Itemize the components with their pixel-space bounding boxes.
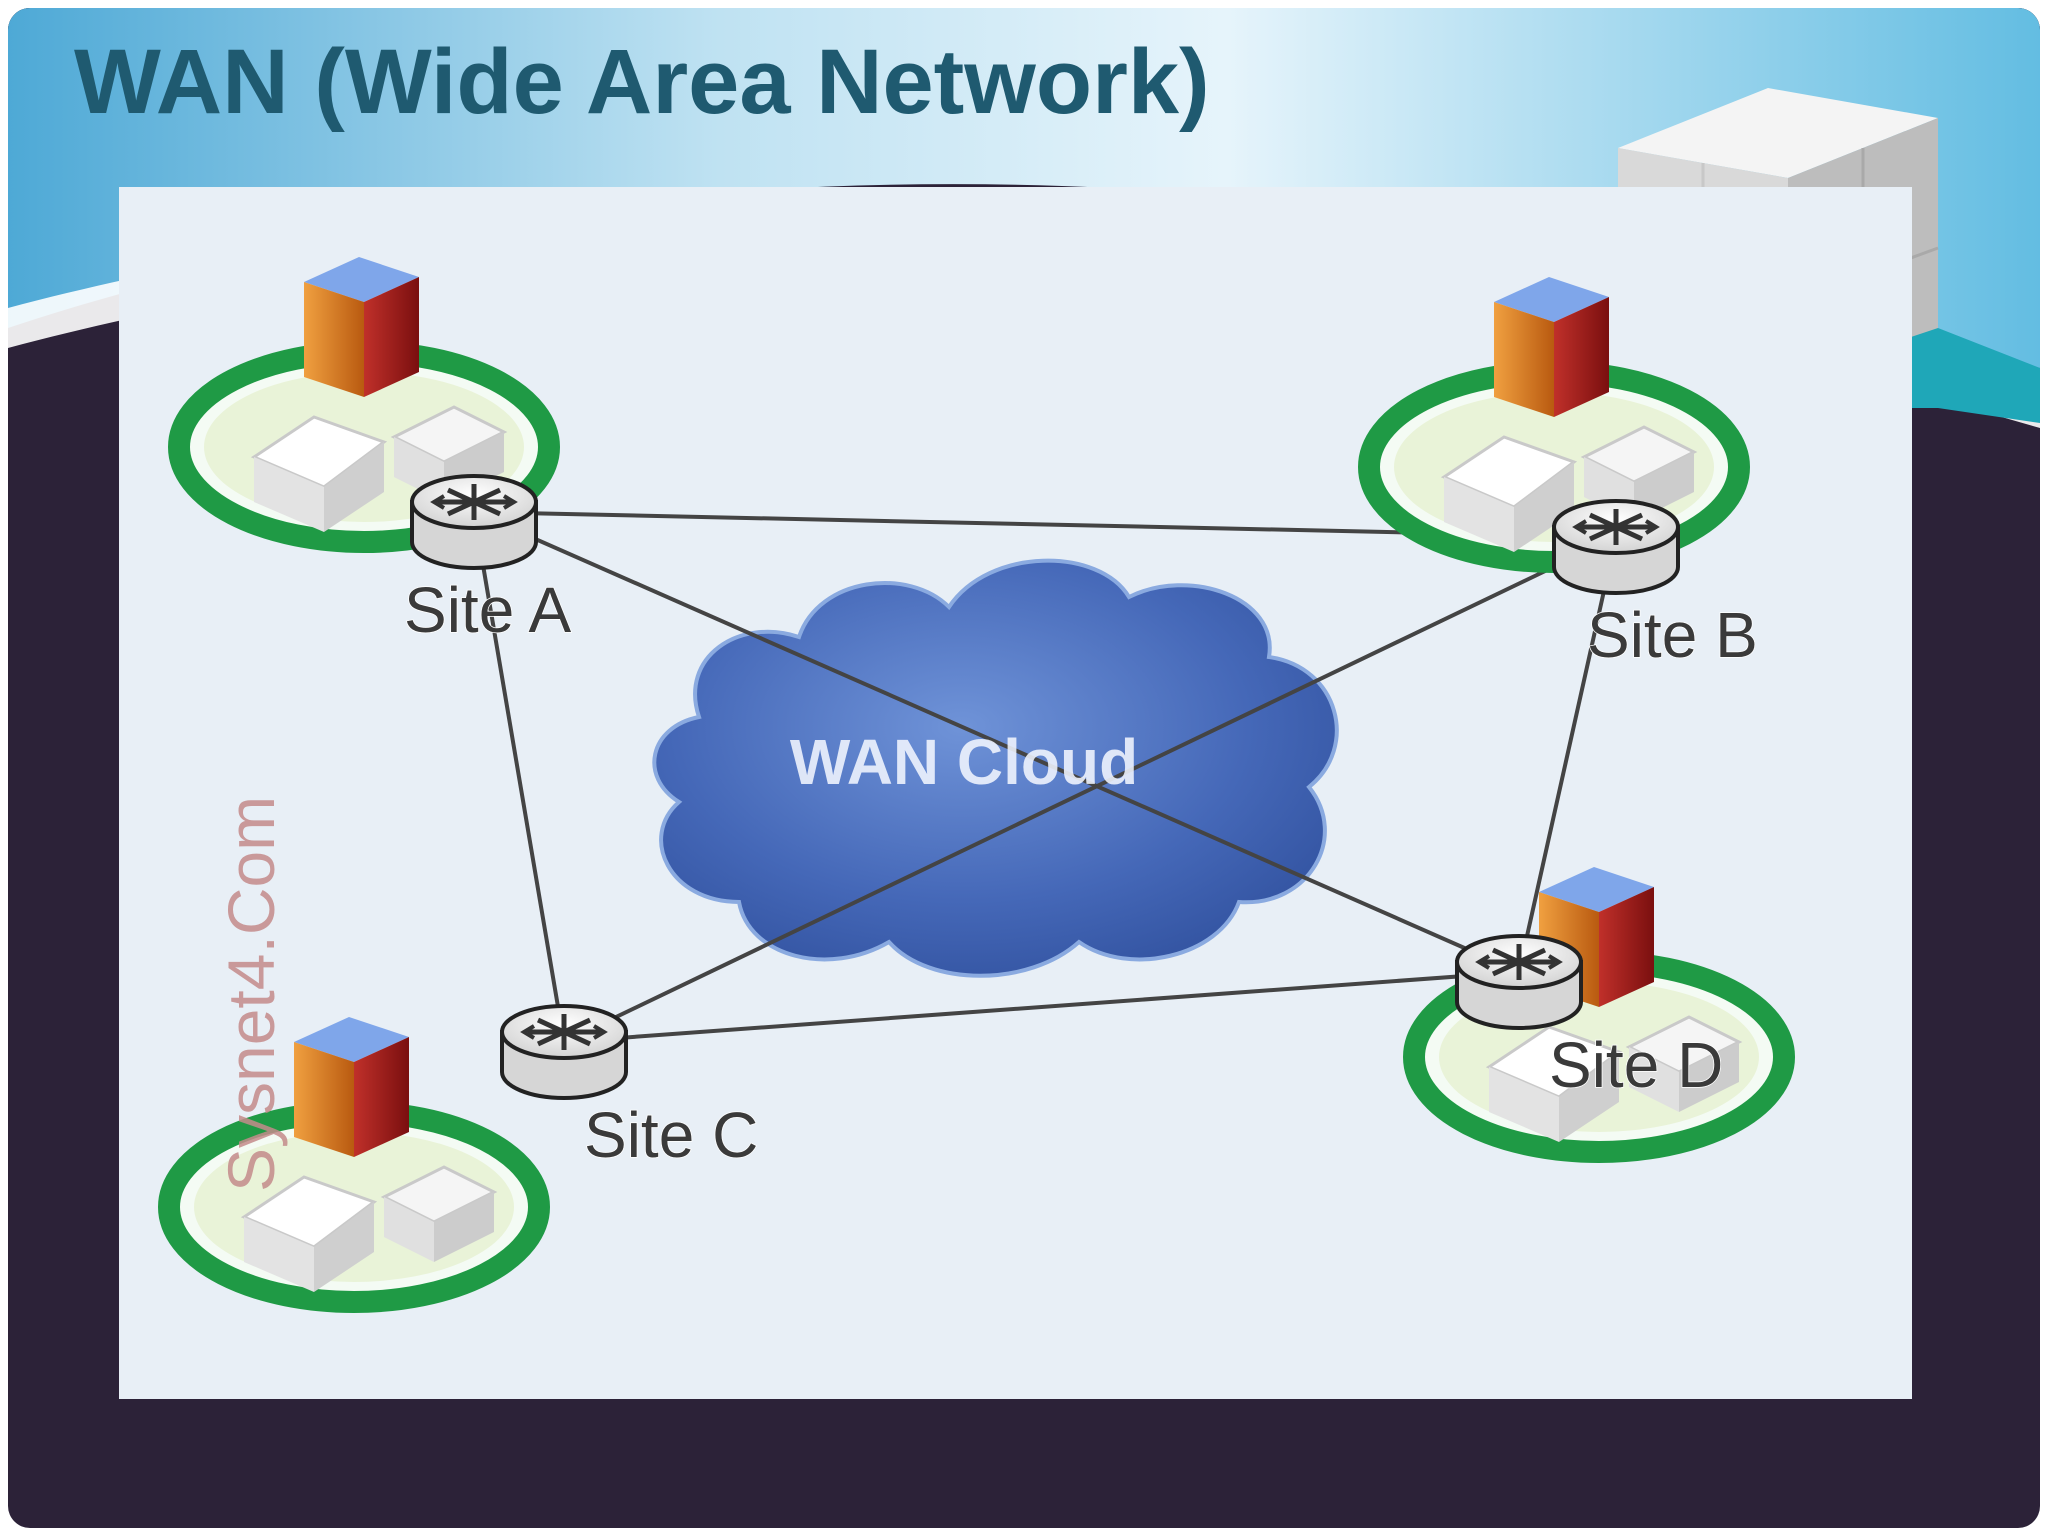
wan-diagram-picture: Site A Site B Site C Site D WAN Cloud Sysne… [119, 187, 1912, 1399]
cloud-label: WAN Cloud [790, 726, 1138, 798]
site-c-router-icon [502, 1006, 626, 1098]
link-site-a-site-c [472, 511, 566, 1043]
wan-diagram: Site A Site B Site C Site D WAN Cloud Sysne… [119, 187, 1912, 1399]
link-site-c-site-d [563, 970, 1520, 1044]
link-site-b-site-d [1517, 536, 1618, 973]
site-d-router-icon [1457, 936, 1581, 1028]
wan-sites: Site A Site B Site C Site D [169, 257, 1784, 1302]
link-site-b-site-c [563, 535, 1617, 1044]
site-a-label: Site A [404, 574, 572, 646]
site-a-router-icon [412, 476, 536, 568]
site-a: Site A [179, 257, 572, 647]
site-b-campus-building-icon [1369, 277, 1739, 562]
site-d-label: Site D [1549, 1029, 1723, 1101]
site-c-label: Site C [584, 1099, 758, 1171]
site-c: Site C [169, 1006, 759, 1302]
slide: WAN (Wide Area Network) [8, 8, 2040, 1528]
site-b-router-icon [1554, 501, 1678, 593]
slide-title: WAN (Wide Area Network) [74, 31, 1210, 133]
site-b-label: Site B [1587, 599, 1758, 671]
link-site-a-site-d [473, 510, 1520, 974]
site-d: Site D [1414, 867, 1784, 1152]
watermark: Sysnet4.Com [214, 796, 288, 1192]
site-b: Site B [1369, 277, 1759, 672]
